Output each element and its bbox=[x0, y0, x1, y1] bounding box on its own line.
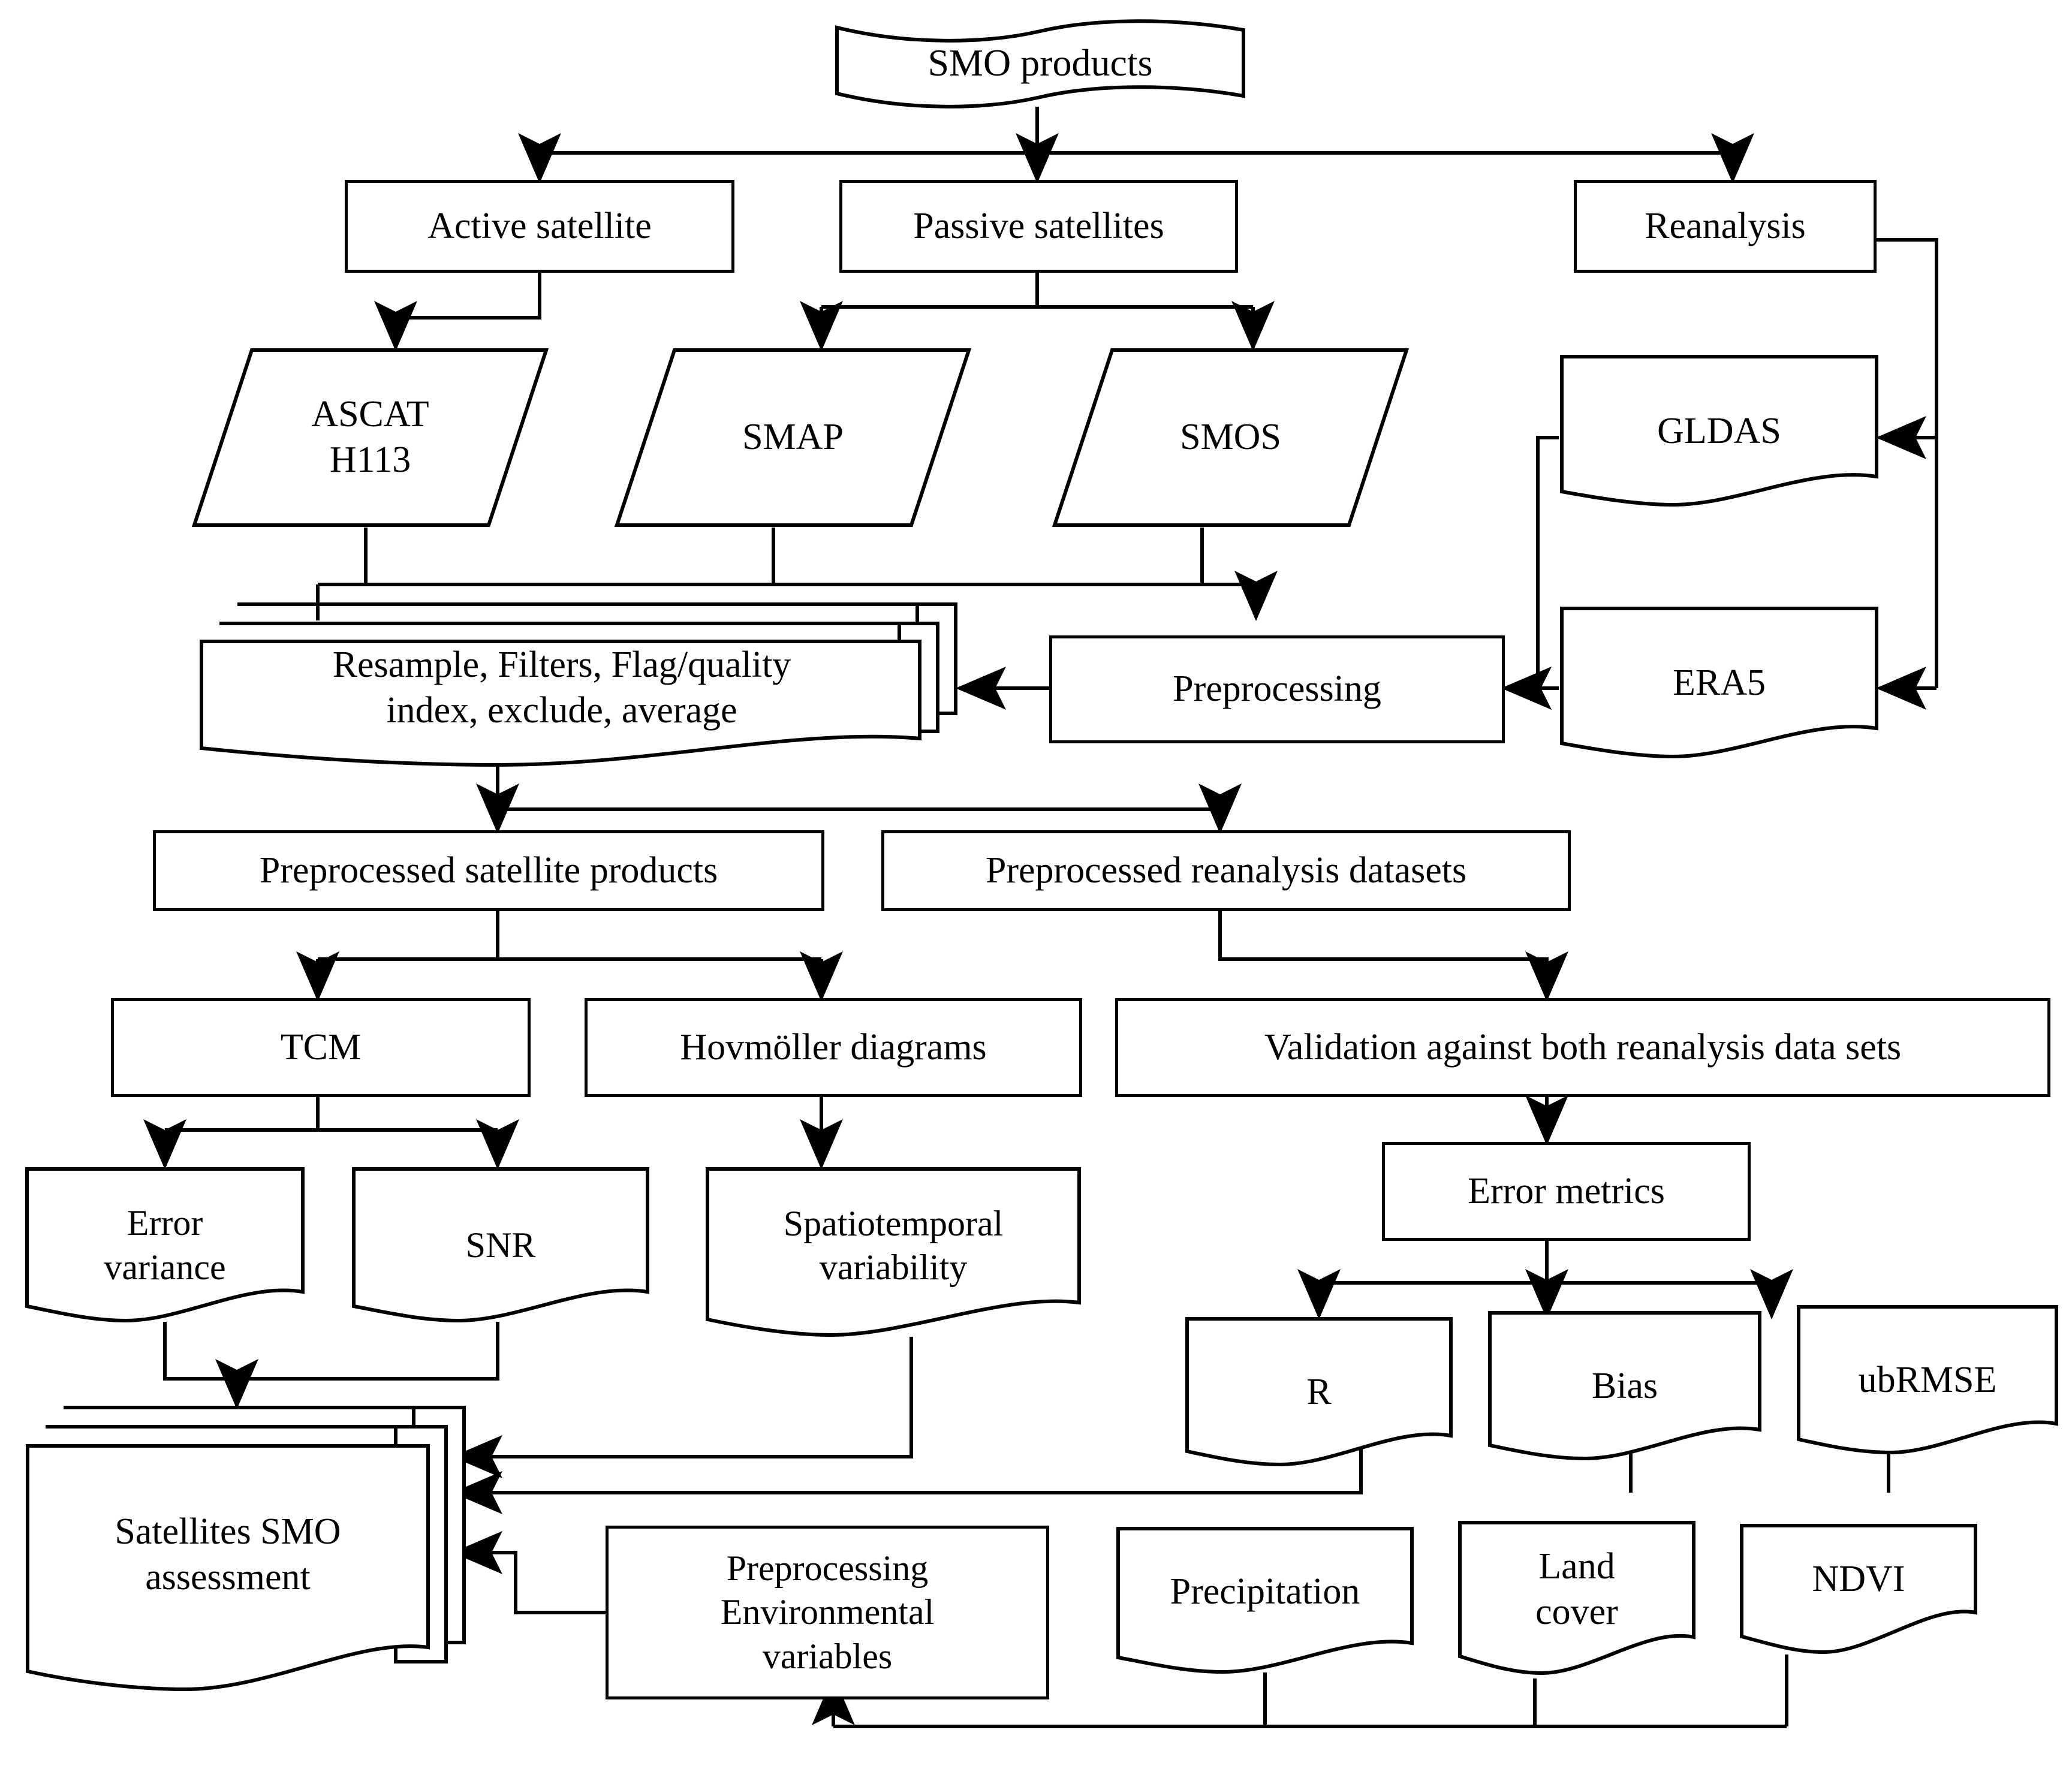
document-shape bbox=[1740, 1524, 1977, 1655]
node-label: Bias bbox=[1591, 1365, 1658, 1406]
node-preprocessing-environmental-variables[interactable]: Preprocessing Environmental variables bbox=[606, 1526, 1049, 1699]
node-label: Active satellite bbox=[427, 205, 652, 246]
node-label: TCM bbox=[280, 1026, 362, 1068]
node-active-satellite[interactable]: Active satellite bbox=[345, 180, 734, 273]
node-ascat-h113[interactable]: ASCAT H113 bbox=[192, 348, 549, 528]
node-smos[interactable]: SMOS bbox=[1052, 348, 1409, 528]
node-ubrmse[interactable]: ubRMSE bbox=[1796, 1304, 2059, 1457]
document-stack-shape bbox=[26, 1406, 466, 1692]
node-preprocessing[interactable]: Preprocessing bbox=[1049, 635, 1505, 743]
document-shape bbox=[1560, 355, 1878, 507]
document-shape bbox=[1797, 1305, 2058, 1455]
node-tcm[interactable]: TCM bbox=[111, 998, 531, 1097]
node-label: Precipitation bbox=[1170, 1571, 1360, 1613]
node-label: NDVI bbox=[1812, 1558, 1905, 1599]
node-preprocessed-reanalysis-datasets[interactable]: Preprocessed reanalysis datasets bbox=[881, 830, 1571, 911]
node-label: Preprocessing Environmental variables bbox=[720, 1548, 935, 1676]
document-shape bbox=[25, 1167, 305, 1323]
node-label: Error variance bbox=[104, 1203, 226, 1287]
document-shape bbox=[1185, 1317, 1453, 1467]
node-label: Passive satellites bbox=[913, 205, 1164, 246]
node-label: GLDAS bbox=[1657, 411, 1781, 452]
node-label: Validation against both reanalysis data … bbox=[1264, 1026, 1902, 1068]
node-label: SMOS bbox=[1180, 417, 1281, 458]
node-label: SNR bbox=[465, 1225, 536, 1265]
node-preprocessed-satellite-products[interactable]: Preprocessed satellite products bbox=[153, 830, 824, 911]
node-label: R bbox=[1306, 1371, 1332, 1412]
node-error-variance[interactable]: Error variance bbox=[24, 1166, 306, 1325]
node-label: Satellites SMO assessment bbox=[115, 1511, 341, 1598]
node-label: ubRMSE bbox=[1858, 1359, 1997, 1400]
node-land-cover[interactable]: Land cover bbox=[1457, 1520, 1697, 1678]
node-era5[interactable]: ERA5 bbox=[1559, 605, 1880, 761]
document-shape bbox=[1560, 607, 1878, 759]
node-validation[interactable]: Validation against both reanalysis data … bbox=[1115, 998, 2050, 1097]
node-hovmoller-diagrams[interactable]: Hovmöller diagrams bbox=[585, 998, 1082, 1097]
node-error-metrics[interactable]: Error metrics bbox=[1382, 1142, 1751, 1241]
node-label: Resample, Filters, Flag/quality index, e… bbox=[332, 644, 791, 731]
node-label: Land cover bbox=[1535, 1545, 1618, 1632]
node-label: Preprocessed reanalysis datasets bbox=[985, 849, 1467, 891]
node-smap[interactable]: SMAP bbox=[615, 348, 971, 528]
parallelogram-shape bbox=[1052, 348, 1409, 527]
node-label: Preprocessing bbox=[1173, 668, 1381, 710]
node-label: SMO products bbox=[927, 41, 1153, 84]
node-ndvi[interactable]: NDVI bbox=[1739, 1523, 1978, 1657]
document-shape bbox=[1116, 1527, 1414, 1674]
node-resample-filters[interactable]: Resample, Filters, Flag/quality index, e… bbox=[198, 599, 959, 767]
node-label: ERA5 bbox=[1673, 662, 1766, 704]
document-shape bbox=[1488, 1311, 1761, 1461]
node-satellites-smo-assessment[interactable]: Satellites SMO assessment bbox=[24, 1403, 468, 1702]
parallelogram-shape bbox=[615, 348, 971, 527]
node-passive-satellites[interactable]: Passive satellites bbox=[839, 180, 1238, 273]
document-stack-shape bbox=[200, 602, 957, 767]
node-label: Preprocessed satellite products bbox=[259, 849, 718, 891]
node-label: Hovmöller diagrams bbox=[680, 1026, 987, 1068]
node-label: ASCAT H113 bbox=[311, 394, 429, 480]
document-shape bbox=[835, 19, 1245, 109]
node-precipitation[interactable]: Precipitation bbox=[1115, 1526, 1415, 1675]
node-label: Spatiotemporal variability bbox=[783, 1203, 1004, 1287]
node-label: Reanalysis bbox=[1645, 205, 1806, 246]
node-bias[interactable]: Bias bbox=[1487, 1310, 1763, 1463]
document-shape bbox=[1458, 1521, 1695, 1675]
node-smo-products[interactable]: SMO products bbox=[833, 12, 1247, 114]
node-r-metric[interactable]: R bbox=[1184, 1316, 1454, 1469]
parallelogram-shape bbox=[192, 348, 549, 527]
node-snr[interactable]: SNR bbox=[351, 1166, 650, 1325]
node-label: SMAP bbox=[742, 417, 844, 458]
node-gldas[interactable]: GLDAS bbox=[1559, 354, 1880, 510]
document-shape bbox=[352, 1167, 649, 1323]
node-spatiotemporal-variability[interactable]: Spatiotemporal variability bbox=[704, 1166, 1082, 1340]
node-reanalysis[interactable]: Reanalysis bbox=[1574, 180, 1877, 273]
node-label: Error metrics bbox=[1468, 1170, 1665, 1212]
document-shape bbox=[706, 1167, 1081, 1337]
